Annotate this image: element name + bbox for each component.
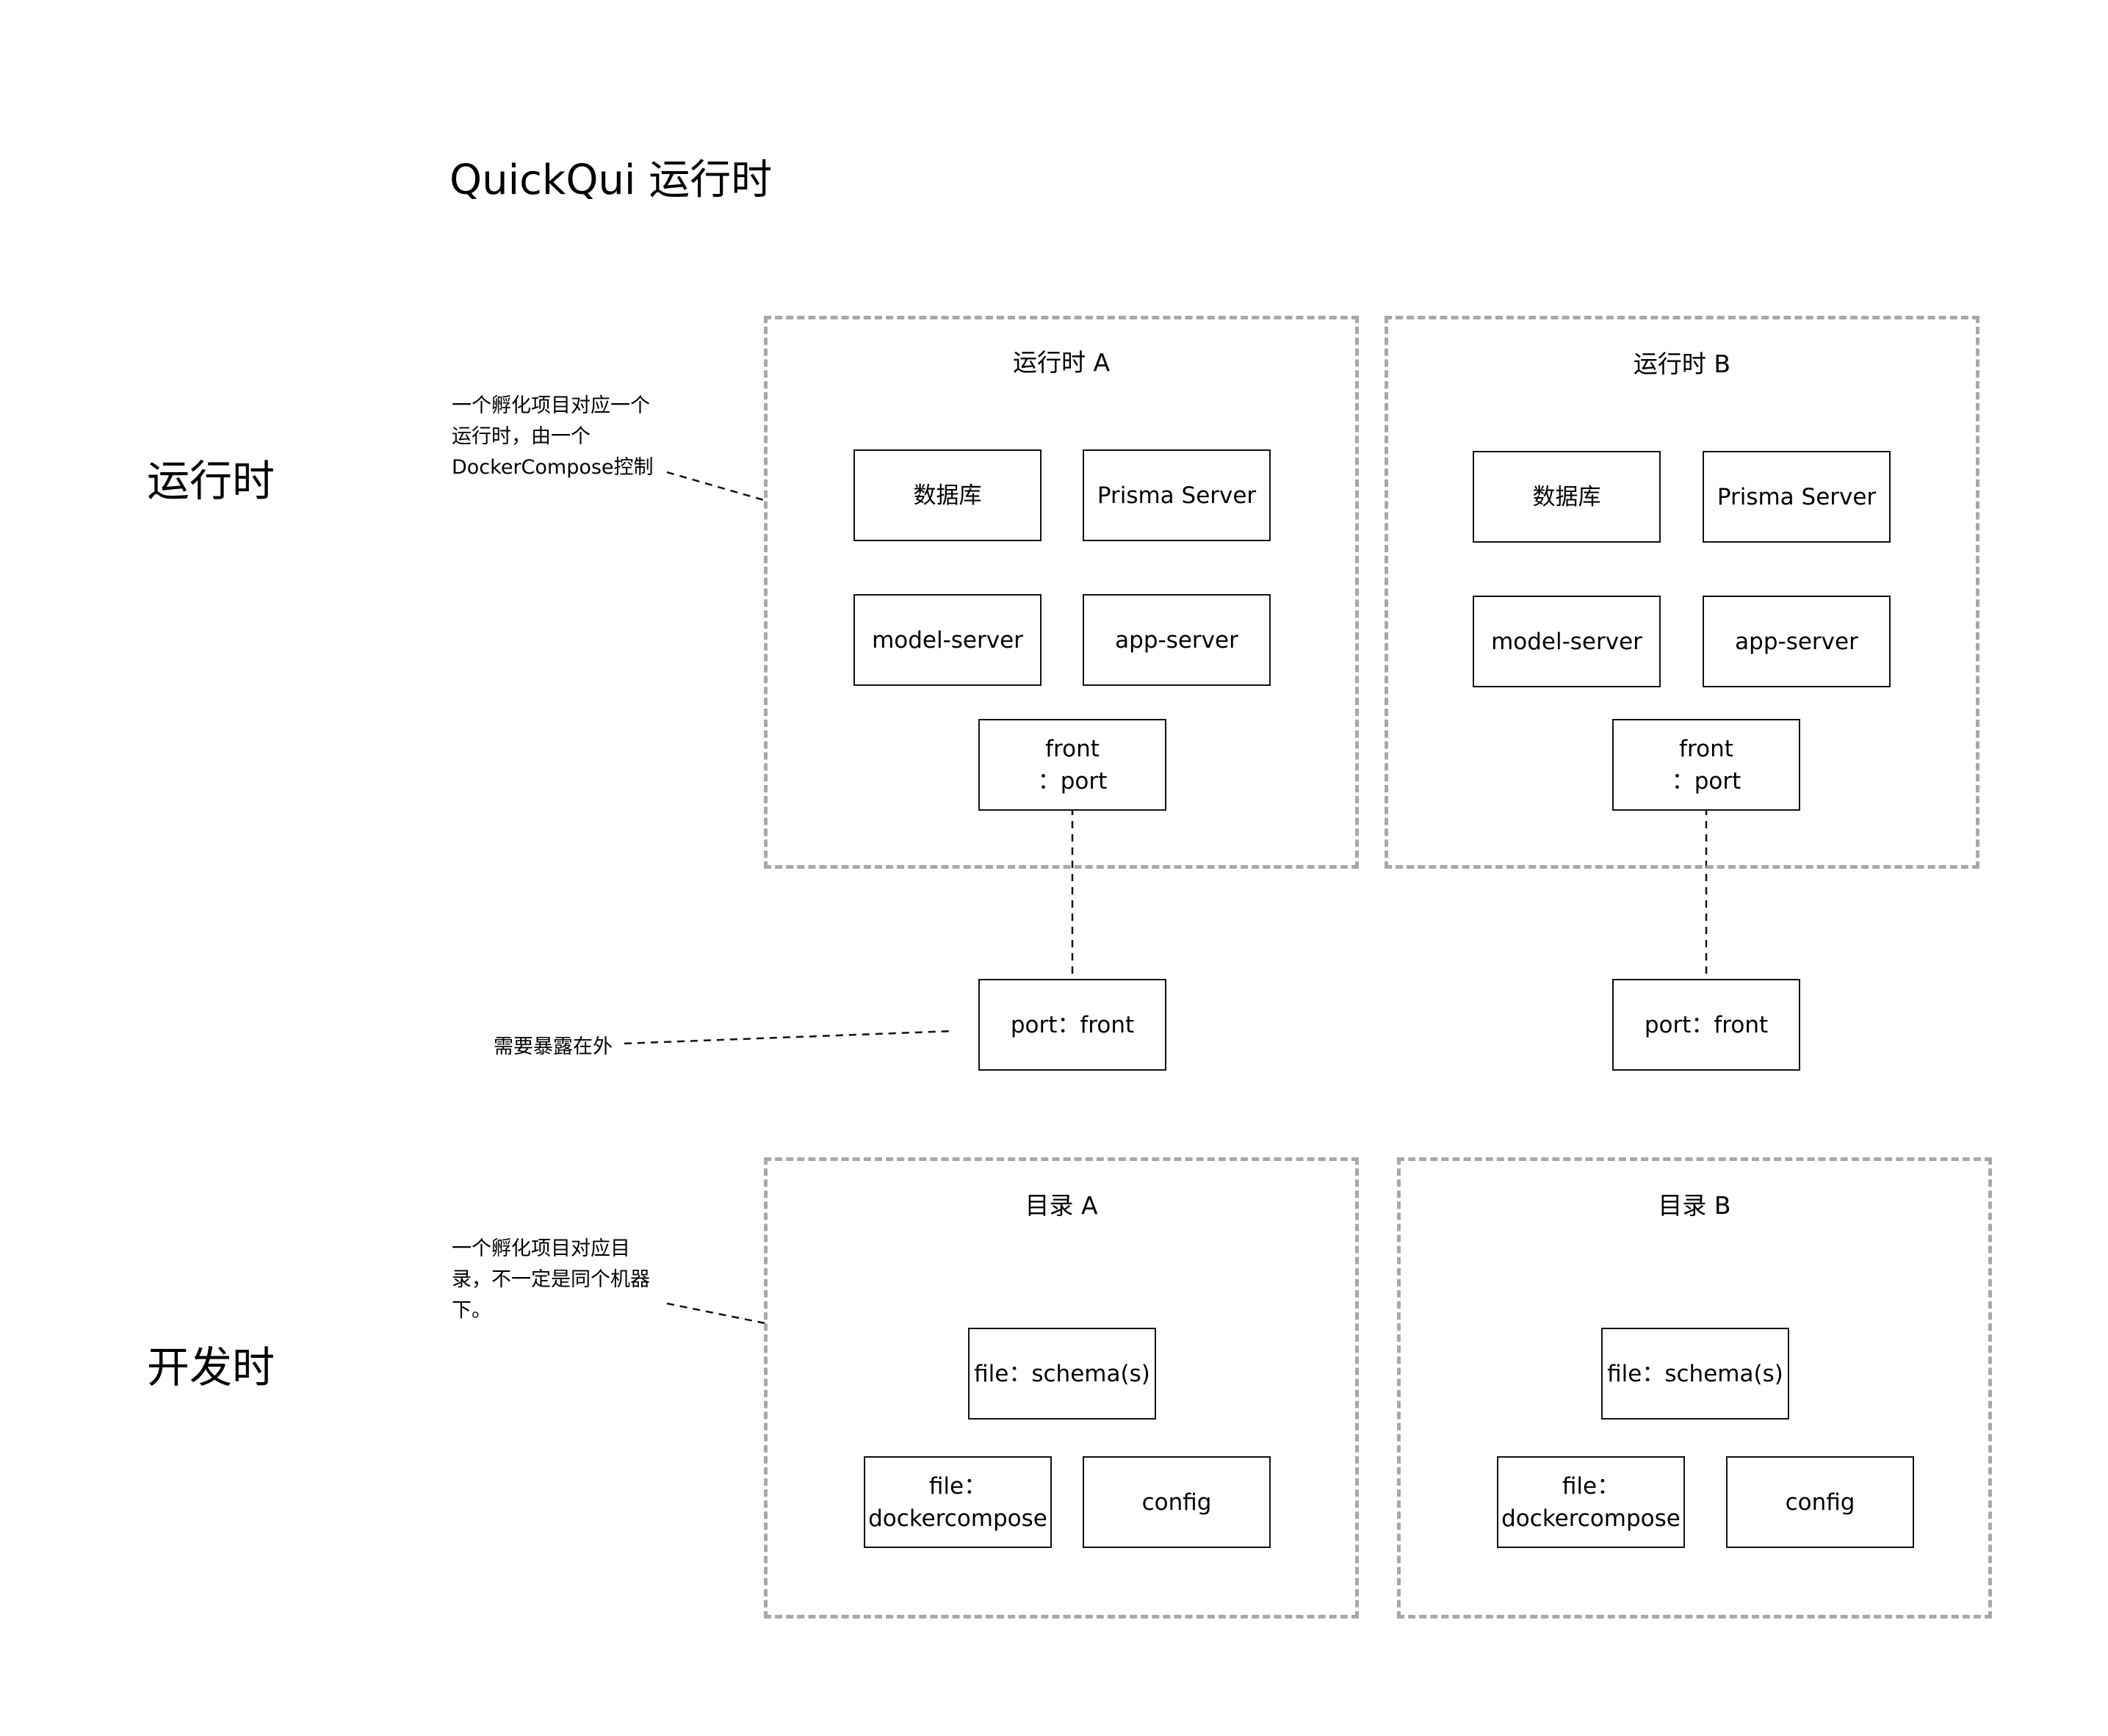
runtime-a-front-box: front ：port [978,719,1166,811]
runtime-a-front-port: ：port [1037,767,1108,795]
runtime-a-group: 运行时 A [764,316,1359,869]
runtime-note-leader [666,471,765,502]
runtime-b-app-server-box: app-server [1703,596,1891,687]
runtime-b-database-box: 数据库 [1473,451,1661,543]
runtime-b-front-port: ：port [1671,767,1741,795]
dir-b-title: 目录 B [1658,1191,1731,1220]
devtime-note-line: 录，不一定是同个机器 [452,1268,650,1291]
runtime-note-line: 运行时，由一个 [452,425,591,448]
runtime-a-database-box: 数据库 [853,449,1042,541]
runtime-a-title: 运行时 A [1012,348,1111,377]
dir-b-config-box: config [1726,1456,1914,1548]
devtime-note: 一个孵化项目对应目 录，不一定是同个机器 下。 [452,1234,650,1326]
dir-a-group: 目录 A [764,1157,1359,1619]
expose-note: 需要暴露在外 [494,1035,613,1058]
dir-b-dockercompose-name: dockercompose [1501,1505,1681,1532]
runtime-b-front-box: front ：port [1612,719,1800,811]
dir-a-dockercompose-label: file： [928,1472,987,1500]
section-label-devtime: 开发时 [147,1342,275,1392]
runtime-b-group: 运行时 B [1385,316,1979,869]
dir-b-schema-file-box: file：schema(s) [1601,1328,1789,1419]
runtime-b-title: 运行时 B [1633,350,1731,378]
devtime-note-leader [666,1302,766,1325]
expose-note-leader [624,1030,954,1045]
dir-a-dockercompose-file-box: file： dockercompose [864,1456,1052,1548]
runtime-b-prisma-server-box: Prisma Server [1703,451,1891,543]
runtime-note: 一个孵化项目对应一个 运行时，由一个 DockerCompose控制 [452,391,654,483]
runtime-a-exposed-port-box: port：front [978,979,1166,1071]
runtime-note-line: DockerCompose控制 [452,456,654,479]
runtime-b-exposed-port-box: port：front [1612,979,1800,1071]
section-label-runtime: 运行时 [147,456,275,506]
runtime-a-app-server-box: app-server [1083,594,1271,686]
diagram-title: QuickQui 运行时 [450,156,773,204]
dir-a-config-box: config [1083,1456,1271,1548]
runtime-b-model-server-box: model-server [1473,596,1661,687]
runtime-note-line: 一个孵化项目对应一个 [452,394,650,417]
runtime-a-model-server-box: model-server [853,594,1042,686]
devtime-note-line: 下。 [452,1299,491,1322]
dir-b-group: 目录 B [1397,1157,1992,1619]
dir-b-dockercompose-label: file： [1562,1472,1620,1500]
dir-a-schema-file-box: file：schema(s) [968,1328,1156,1419]
runtime-b-front-label: front [1679,735,1733,762]
dir-a-dockercompose-name: dockercompose [868,1505,1047,1532]
dir-a-title: 目录 A [1025,1191,1098,1220]
runtime-a-front-label: front [1045,735,1100,762]
dir-b-dockercompose-file-box: file： dockercompose [1497,1456,1685,1548]
runtime-a-prisma-server-box: Prisma Server [1083,449,1271,541]
devtime-note-line: 一个孵化项目对应目 [452,1237,630,1260]
